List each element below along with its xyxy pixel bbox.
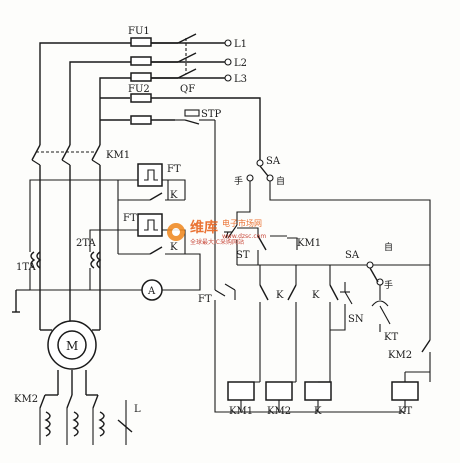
ta2-label: 2TA: [76, 238, 96, 249]
k-contact-upper: K: [118, 179, 186, 201]
watermark: 维库 电子市场网 全球最大IC采购网站 www.dzsc.com: [167, 218, 266, 246]
fu1-label: FU1: [128, 26, 150, 37]
k-label-upper: K: [170, 190, 178, 201]
sa-top-manual: 手: [234, 175, 243, 187]
sa-right-manual: 手: [384, 279, 393, 291]
supply-terminals: L1 L2 L3: [224, 39, 247, 85]
st-label: ST: [236, 250, 250, 261]
sa-right-label: SA: [345, 250, 360, 261]
breaker-label: QF: [180, 84, 195, 95]
kt-timed-contact: KT: [371, 285, 398, 343]
ft-contact-label: FT: [198, 294, 212, 305]
km2-contacts: KM2: [14, 370, 99, 445]
k-contact-km2: K: [287, 265, 320, 382]
power-bus: [39, 42, 198, 145]
ct-1ta: 1TA: [16, 179, 118, 291]
sa-right-auto: 自: [384, 241, 393, 253]
watermark-title: 电子市场网: [222, 218, 262, 228]
km1-contact-label: KM1: [297, 238, 321, 249]
ft-thermal-lower: FT: [118, 213, 163, 237]
ta1-label: 1TA: [16, 262, 36, 273]
ft-label-upper: FT: [167, 164, 181, 175]
ct-2ta: 2TA: [76, 229, 118, 290]
coil-row: KM1 KM2 K KT: [227, 371, 430, 417]
km1-label: KM1: [106, 150, 130, 161]
watermark-brand: 维库: [190, 219, 218, 236]
stop-button-stp: STP: [175, 109, 222, 290]
kt-contact-label: KT: [384, 332, 398, 343]
ft-contact: FT: [198, 283, 240, 413]
motor-label: M: [66, 339, 78, 353]
sn-label: SN: [348, 314, 364, 325]
k-contact-k: [329, 265, 339, 382]
coil-k: [304, 381, 332, 401]
coil-kt: [391, 381, 419, 401]
ft-label-lower: FT: [123, 213, 137, 224]
k-contact-km2-label: K: [312, 290, 320, 301]
terminal-l2: L2: [234, 58, 247, 69]
fuse-fu1: FU1: [128, 26, 152, 82]
watermark-url: www.dzsc.com: [222, 233, 266, 240]
terminal-l1: L1: [234, 39, 247, 50]
km1-main-contacts: KM1: [31, 144, 130, 330]
km2-contact-label: KM2: [388, 350, 412, 361]
fu2-label: FU2: [128, 84, 150, 95]
reactor-l: L: [44, 400, 141, 445]
breaker-qf: QF: [151, 33, 225, 95]
ft-thermal-upper: FT: [118, 163, 181, 200]
km2-contact-control: KM2: [388, 250, 431, 382]
ammeter-label: A: [147, 286, 156, 297]
k-label-lower: K: [170, 242, 178, 253]
fuse-fu2: FU2: [128, 84, 152, 125]
km2-label-main: KM2: [14, 394, 38, 405]
ammeter: A: [118, 253, 201, 301]
selector-sa-top: SA 手 自: [234, 156, 431, 250]
sa-top-label: SA: [266, 156, 281, 167]
button-sn: SN: [330, 282, 364, 331]
motor: M: [40, 320, 100, 370]
terminal-l3: L3: [234, 74, 247, 85]
k-contact-km1-label: K: [276, 290, 284, 301]
sa-top-auto: 自: [276, 175, 285, 187]
coil-km1: [227, 381, 255, 401]
k-contact-km1: K: [259, 265, 284, 382]
start-button-st: ST: [224, 224, 250, 265]
coil-km2: [265, 381, 293, 401]
reactor-label: L: [134, 404, 141, 415]
stp-label: STP: [201, 109, 222, 120]
watermark-slogan: 全球最大IC采购网站: [190, 238, 244, 246]
selector-sa-right: SA 自 手: [345, 241, 393, 291]
